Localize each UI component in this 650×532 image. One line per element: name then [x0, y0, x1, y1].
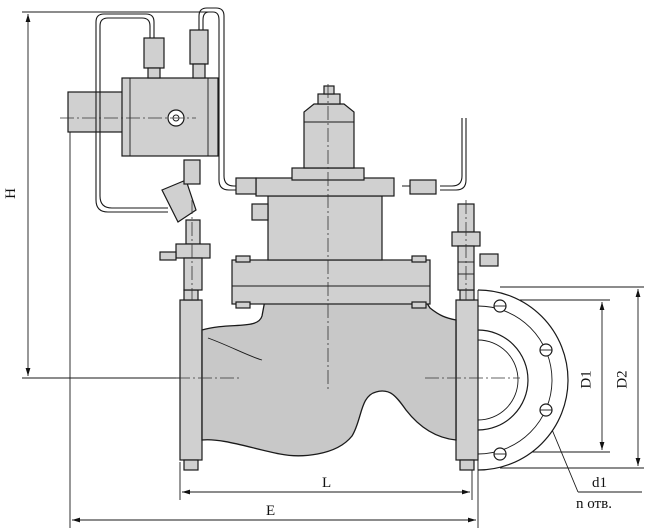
- cover-fitting-right: [409, 179, 437, 195]
- adjusting-screw: [323, 85, 335, 95]
- diaphragm-cover: [255, 177, 395, 197]
- solenoid-coil: [67, 91, 127, 133]
- bonnet-flange: [231, 259, 431, 305]
- pilot-accessories: [159, 159, 499, 291]
- dim-label-holes: n отв.: [576, 496, 612, 512]
- needle-valve-left: [175, 243, 211, 259]
- y-strainer: [161, 179, 197, 223]
- center-lines: [60, 84, 520, 390]
- dim-label-L: L: [322, 475, 332, 491]
- control-tubing: [95, 7, 467, 221]
- flange-end-view: [477, 289, 569, 471]
- dim-label-H: H: [2, 188, 19, 199]
- cover-fitting-left: [235, 177, 257, 195]
- solenoid-pilot: [67, 29, 219, 157]
- dim-label-D2: D2: [614, 370, 631, 389]
- valve-body: [179, 85, 479, 471]
- actuator-housing: [267, 195, 383, 261]
- dim-label-d1: d1: [592, 475, 607, 491]
- dim-label-D1: D1: [578, 370, 595, 389]
- dim-label-E: E: [266, 503, 276, 519]
- pilot-spring-cap: [303, 103, 355, 169]
- outlet-flange: [455, 299, 479, 461]
- inlet-flange: [179, 299, 203, 461]
